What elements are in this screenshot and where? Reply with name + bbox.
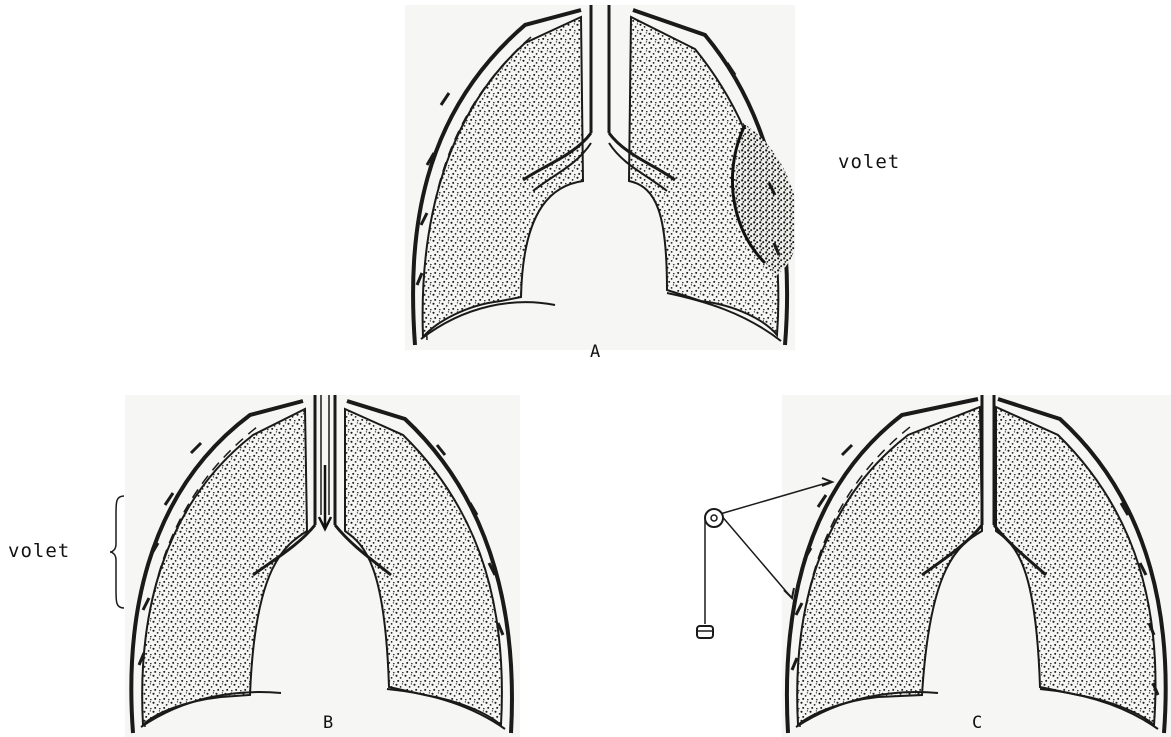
panel-c-caption: C xyxy=(972,713,982,733)
panel-b: B xyxy=(125,395,520,737)
brace-icon xyxy=(108,494,128,610)
weight-icon xyxy=(697,626,713,638)
pulley-icon xyxy=(705,509,723,527)
right-lung xyxy=(996,407,1156,725)
lung-diagram-b xyxy=(125,395,520,737)
annotation-volet-b: volet xyxy=(8,540,70,562)
annotation-volet-a: volet xyxy=(838,151,900,173)
panel-b-caption: B xyxy=(323,713,333,733)
right-lung xyxy=(345,409,502,725)
panel-a: A xyxy=(405,5,795,350)
panel-a-caption: A xyxy=(590,342,600,362)
left-lung xyxy=(423,17,583,337)
lung-diagram-a xyxy=(405,5,795,350)
traction-apparatus xyxy=(690,470,850,640)
